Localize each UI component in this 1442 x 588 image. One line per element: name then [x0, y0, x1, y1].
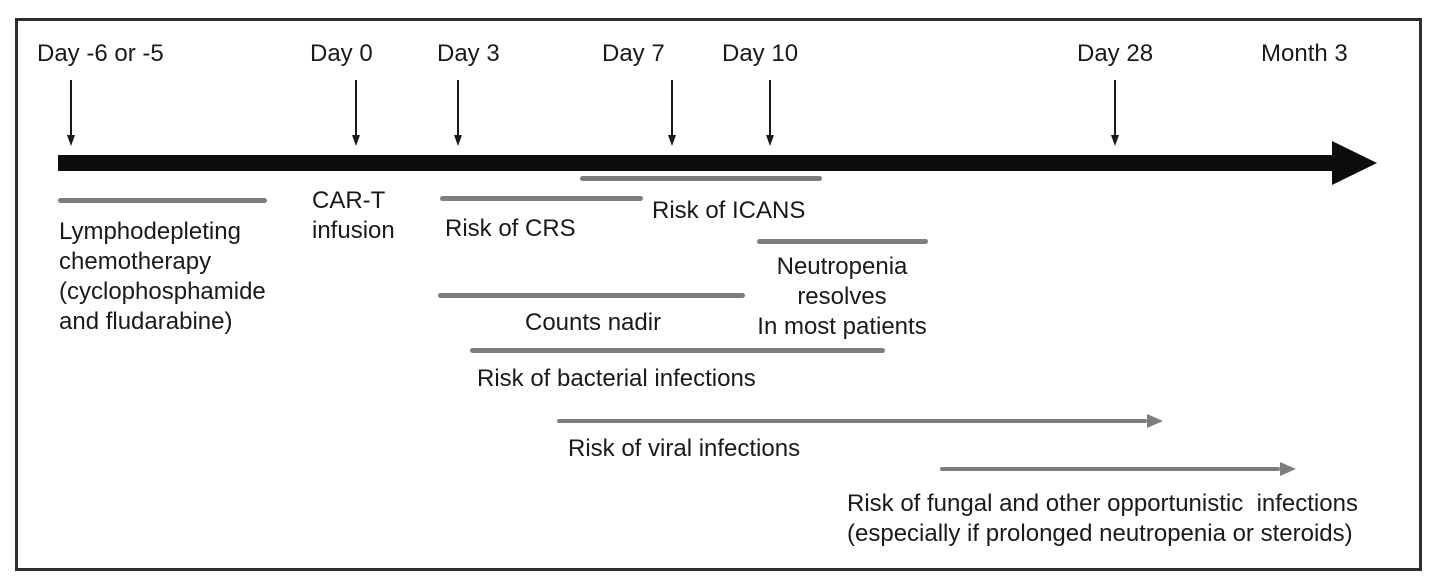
- down-arrow-icon-day-0: [352, 80, 360, 146]
- event-label-risk-of-bacterial-infections: Risk of bacterial infections: [477, 365, 756, 392]
- event-line: resolves: [797, 283, 887, 310]
- timeline-label-day-7: Day 7: [602, 40, 665, 67]
- event-label-car-t-infusion: CAR-T infusion: [312, 186, 395, 246]
- timeline-label-month-3: Month 3: [1261, 40, 1348, 67]
- timeline-label-day-0: Day 0: [310, 40, 373, 67]
- arrow-stem: [671, 80, 673, 135]
- timeline-label-day-28: Day 28: [1077, 40, 1154, 67]
- interval-bar-risk-of-crs: [440, 196, 643, 201]
- interval-arrowhead-viral-icon: [1147, 414, 1163, 428]
- event-label-risk-of-viral-infections: Risk of viral infections: [568, 435, 801, 462]
- event-line: and fludarabine): [59, 308, 233, 335]
- event-label-counts-nadir: Counts nadir: [525, 309, 662, 336]
- arrow-head: [766, 135, 774, 146]
- timeline-label-day-10: Day 10: [722, 40, 799, 67]
- timeline-axis-arrowhead-icon: [1332, 141, 1377, 185]
- down-arrow-icon-day-7: [668, 80, 676, 146]
- interval-bar-lymphodepleting-chemo: [58, 198, 267, 203]
- down-arrow-icon-day-3: [454, 80, 462, 146]
- event-line: CAR-T: [312, 187, 386, 214]
- timeline-axis-arrow: [58, 155, 1332, 171]
- event-label-lymphodepleting-chemotherapy: Lymphodepleting chemotherapy (cyclophosp…: [59, 217, 266, 337]
- event-line: (especially if prolonged neutropenia or …: [847, 520, 1353, 547]
- event-line: infusion: [312, 217, 395, 244]
- arrow-stem: [1114, 80, 1116, 135]
- figure-border: [15, 18, 1422, 571]
- arrow-head: [352, 135, 360, 146]
- arrow-head: [454, 135, 462, 146]
- interval-arrow-viral-infections: [557, 419, 1147, 423]
- arrow-stem: [769, 80, 771, 135]
- timeline-label-day-minus-6-or-5: Day -6 or -5: [37, 40, 164, 67]
- event-line: Lymphodepleting: [59, 218, 241, 245]
- event-label-risk-of-fungal-infections: Risk of fungal and other opportunistic i…: [847, 489, 1358, 549]
- interval-bar-counts-nadir: [438, 293, 745, 298]
- event-line: chemotherapy: [59, 248, 212, 275]
- event-label-risk-of-icans: Risk of ICANS: [652, 197, 806, 224]
- event-label-neutropenia-resolves: Neutropenia resolves In most patients: [742, 252, 942, 342]
- arrow-head: [67, 135, 75, 146]
- event-line: Risk of fungal and other opportunistic i…: [847, 490, 1358, 517]
- arrow-stem: [70, 80, 72, 135]
- interval-arrow-fungal-infections: [940, 467, 1280, 471]
- event-line: (cyclophosphamide: [59, 278, 266, 305]
- event-line: In most patients: [757, 313, 927, 340]
- arrow-stem: [457, 80, 459, 135]
- interval-arrowhead-fungal-icon: [1280, 462, 1296, 476]
- event-label-risk-of-crs: Risk of CRS: [445, 215, 576, 242]
- timeline-label-day-3: Day 3: [437, 40, 500, 67]
- interval-bar-bacterial-infections: [470, 348, 885, 353]
- arrow-head: [668, 135, 676, 146]
- down-arrow-icon-day-minus-6-or-5: [67, 80, 75, 146]
- interval-bar-neutropenia-resolves: [757, 239, 928, 244]
- event-line: Neutropenia: [776, 253, 908, 280]
- arrow-stem: [355, 80, 357, 135]
- down-arrow-icon-day-10: [766, 80, 774, 146]
- interval-bar-risk-of-icans: [580, 176, 822, 181]
- down-arrow-icon-day-28: [1111, 80, 1119, 146]
- arrow-head: [1111, 135, 1119, 146]
